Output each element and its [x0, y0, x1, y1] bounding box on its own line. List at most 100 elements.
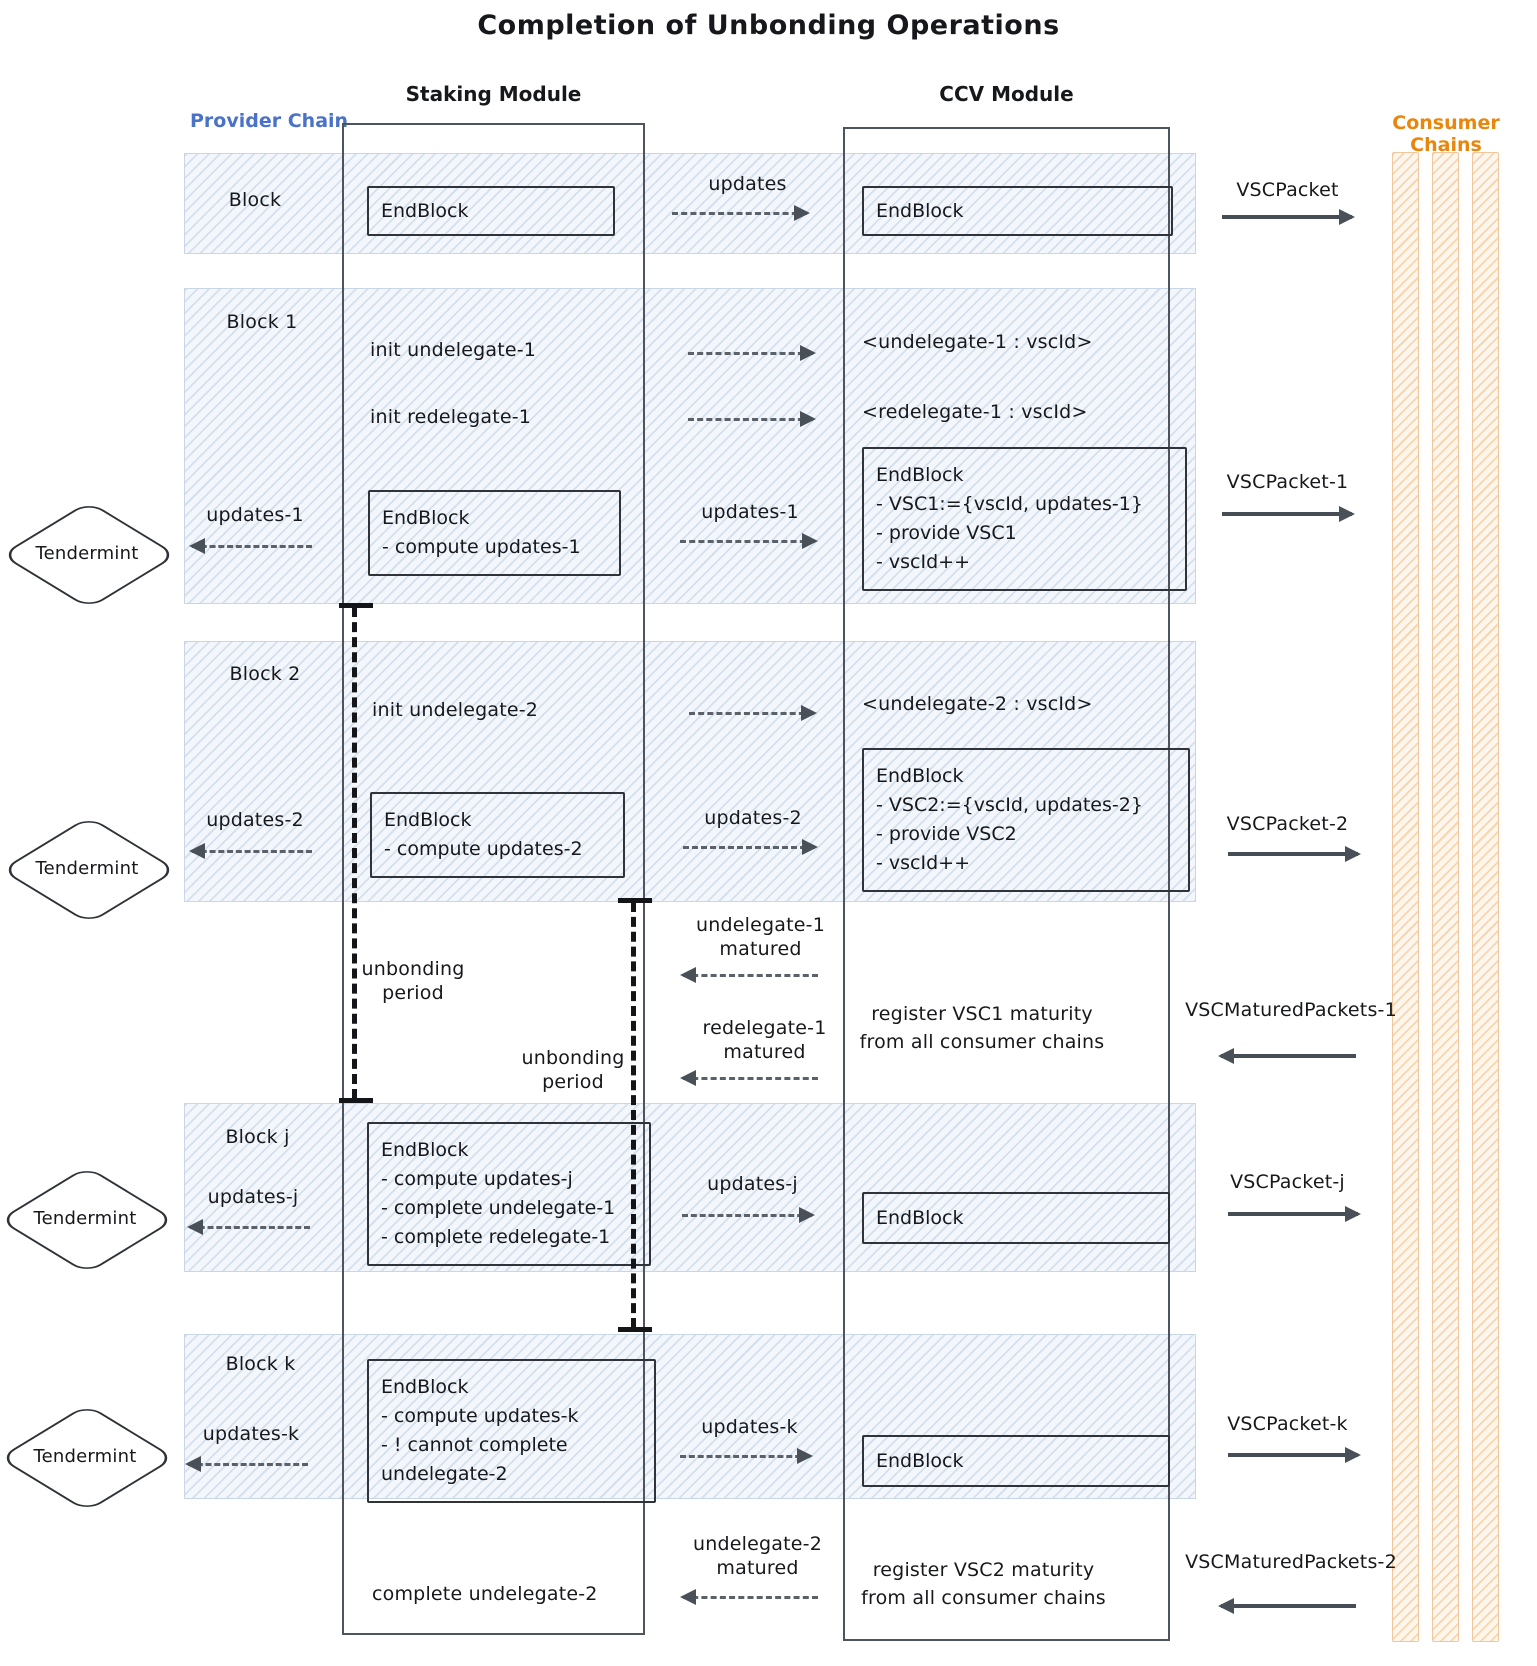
tendermint-label: Tendermint — [33, 1207, 137, 1229]
unbonding-period-line-2 — [618, 898, 652, 1332]
vscmaturedpackets-2-arrow — [1218, 1598, 1356, 1614]
updates-j-right-label: updates-j — [707, 1173, 798, 1195]
endblock-text: EndBlock — [381, 199, 469, 222]
ccv-endblock-box-j: EndBlock — [862, 1192, 1170, 1244]
diagram-title: Completion of Unbonding Operations — [477, 10, 1060, 41]
endblock-line: EndBlock — [876, 464, 964, 486]
ccv-module-label: CCV Module — [939, 82, 1074, 106]
vscpacket-arrow — [1222, 209, 1355, 225]
staking-endblock-box-k: EndBlock - compute updates-k - ! cannot … — [367, 1359, 656, 1503]
vscpacket-2-label: VSCPacket-2 — [1226, 813, 1349, 835]
vscmaturedpackets-1-arrow — [1218, 1048, 1356, 1064]
tendermint-node-1: Tendermint — [0, 497, 178, 610]
consumer-chain-bar-1 — [1392, 152, 1419, 1642]
updates-arrow — [672, 205, 810, 221]
endblock-line: EndBlock — [384, 809, 472, 831]
consumer-chains-label: Consumer Chains — [1392, 112, 1500, 156]
endblock-line: - vscId++ — [876, 852, 970, 874]
endblock-line: - complete undelegate-1 — [381, 1197, 616, 1219]
ccv-endblock-box-2: EndBlock - VSC2:={vscId, updates-2} - pr… — [862, 748, 1190, 892]
endblock-line: EndBlock — [381, 1139, 469, 1161]
vscpacket-j-arrow — [1228, 1206, 1361, 1222]
undelegate-1-mapping: <undelegate-1 : vscId> — [862, 331, 1093, 353]
vscpacket-2-arrow — [1228, 846, 1361, 862]
updates-2-right-arrow — [683, 839, 818, 855]
tendermint-node-3: Tendermint — [0, 1162, 176, 1275]
endblock-line: - compute updates-1 — [382, 536, 581, 558]
init-undelegate-1: init undelegate-1 — [370, 339, 537, 361]
endblock-line: EndBlock — [382, 507, 470, 529]
vscpacket-j-label: VSCPacket-j — [1230, 1171, 1345, 1193]
vscpacket-label: VSCPacket — [1236, 179, 1339, 201]
updates-k-left-label: updates-k — [202, 1423, 300, 1445]
endblock-line: - provide VSC2 — [876, 823, 1017, 845]
updates-2-right-label: updates-2 — [704, 807, 802, 829]
redelegate-1-arrow — [688, 411, 816, 427]
block-label: Block — [228, 189, 282, 211]
endblock-line: - VSC1:={vscId, updates-1} — [876, 493, 1143, 515]
updates-j-left-label: updates-j — [207, 1186, 299, 1208]
updates-k-right-label: updates-k — [701, 1416, 798, 1438]
tendermint-label: Tendermint — [35, 542, 139, 564]
consumer-chain-bar-3 — [1472, 152, 1499, 1642]
endblock-line: - provide VSC1 — [876, 522, 1017, 544]
endblock-line: - ! cannot complete — [381, 1434, 568, 1456]
updates-1-right-arrow — [680, 533, 818, 549]
redelegate-1-matured-label: redelegate-1 matured — [702, 1017, 827, 1063]
tendermint-node-4: Tendermint — [0, 1400, 176, 1513]
block-k-label: Block k — [225, 1353, 296, 1375]
updates-2-left-arrow — [189, 843, 312, 859]
staking-endblock-box-1: EndBlock - compute updates-1 — [368, 490, 621, 576]
undelegate-2-matured-arrow — [680, 1589, 818, 1605]
block-1-band — [184, 288, 1196, 604]
undelegate-1-matured-arrow — [680, 967, 818, 983]
updates-label: updates — [708, 173, 787, 195]
endblock-line: - vscId++ — [876, 551, 970, 573]
updates-j-left-arrow — [187, 1219, 310, 1235]
undelegate-1-matured-label: undelegate-1 matured — [696, 914, 825, 960]
updates-j-right-arrow — [682, 1207, 815, 1223]
vscpacket-k-arrow — [1228, 1447, 1361, 1463]
endblock-line: - compute updates-k — [381, 1405, 579, 1427]
block-k-band — [184, 1334, 1196, 1499]
redelegate-1-mapping: <redelegate-1 : vscId> — [862, 401, 1088, 423]
updates-2-left-label: updates-2 — [206, 809, 304, 831]
staking-endblock-box-2: EndBlock - compute updates-2 — [370, 792, 625, 878]
endblock-text: EndBlock — [876, 199, 964, 222]
unbonding-period-label-1: unbonding period — [361, 958, 465, 1004]
redelegate-1-matured-arrow — [680, 1070, 818, 1086]
endblock-text: EndBlock — [876, 1206, 964, 1229]
block-j-label: Block j — [225, 1126, 290, 1148]
undelegate-2-mapping: <undelegate-2 : vscId> — [862, 693, 1093, 715]
register-vsc2-maturity-text: register VSC2 maturity from all consumer… — [861, 1559, 1106, 1609]
undelegate-2-matured-label: undelegate-2 matured — [693, 1533, 822, 1579]
updates-1-left-label: updates-1 — [206, 504, 304, 526]
staking-endblock-box-j: EndBlock - compute updates-j - complete … — [367, 1122, 651, 1266]
endblock-line: - compute updates-2 — [384, 838, 583, 860]
vscpacket-k-label: VSCPacket-k — [1227, 1413, 1348, 1435]
provider-chain-label: Provider Chain — [190, 110, 349, 132]
tendermint-label: Tendermint — [33, 1445, 137, 1467]
block-2-label: Block 2 — [229, 663, 301, 685]
endblock-line: EndBlock — [381, 1376, 469, 1398]
consumer-chain-bar-2 — [1432, 152, 1459, 1642]
updates-1-left-arrow — [189, 538, 312, 554]
init-undelegate-2: init undelegate-2 — [372, 699, 539, 721]
tendermint-node-2: Tendermint — [0, 812, 178, 925]
ccv-endblock-box-k: EndBlock — [862, 1435, 1170, 1487]
undelegate-1-arrow — [688, 345, 816, 361]
ccv-module-lifeline — [843, 127, 1170, 1641]
register-vsc1-maturity-text: register VSC1 maturity from all consumer… — [859, 1003, 1105, 1053]
vscmaturedpackets-1-label: VSCMaturedPackets-1 — [1185, 999, 1397, 1021]
updates-k-right-arrow — [680, 1448, 813, 1464]
ccv-endblock-box-1: EndBlock - VSC1:={vscId, updates-1} - pr… — [862, 447, 1187, 591]
vscpacket-1-label: VSCPacket-1 — [1226, 471, 1349, 493]
unbonding-period-label-2: unbonding period — [521, 1047, 625, 1093]
endblock-line: - complete redelegate-1 — [381, 1226, 611, 1248]
vscmaturedpackets-2-label: VSCMaturedPackets-2 — [1185, 1551, 1397, 1573]
endblock-line: - compute updates-j — [381, 1168, 573, 1190]
block-1-label: Block 1 — [226, 311, 298, 333]
undelegate-2-arrow — [689, 705, 817, 721]
block-band — [184, 153, 1196, 254]
endblock-text: EndBlock — [876, 1449, 964, 1472]
